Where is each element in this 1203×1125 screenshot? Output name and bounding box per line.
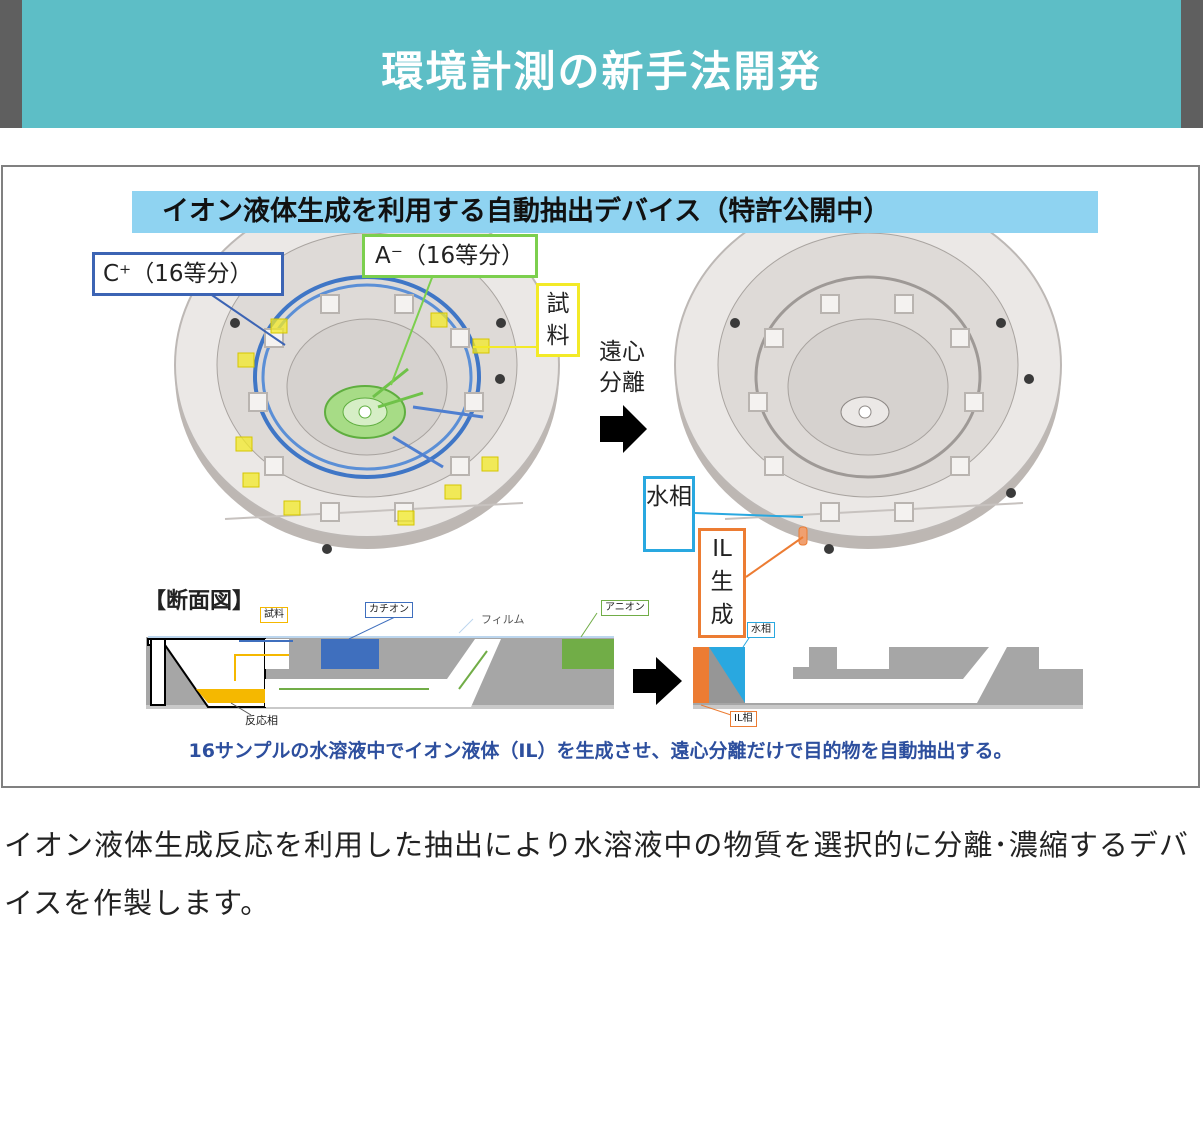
tag-sample: 試料 [260,607,288,623]
tag-reaction-phase: 反応相 [245,714,278,727]
leader-lines [202,274,804,578]
page-header: 環境計測の新手法開発 [0,0,1203,128]
tag-anion: アニオン [601,600,649,616]
label-centrifugation: 遠心分離 [599,339,645,396]
tag-cation: カチオン [365,602,413,618]
callout-il-formation: IL生成 [698,528,746,638]
tag-film: フィルム [481,613,525,626]
description-text: イオン液体生成反応を利用した抽出により水溶液中の物質を選択的に分離･濃縮するデバ… [4,828,1189,920]
tag-water-phase: 水相 [747,622,775,638]
device-figure: イオン液体生成を利用する自動抽出デバイス（特許公開中） C⁺（16等分） A⁻（… [1,165,1200,788]
callout-sample: 試料 [536,283,580,357]
figure-subtitle: イオン液体生成を利用する自動抽出デバイス（特許公開中） [132,191,1098,233]
page-title: 環境計測の新手法開発 [381,47,822,96]
header-edge-right [1181,0,1203,128]
header-edge-left [0,0,22,128]
callout-water-phase: 水相 [643,476,695,552]
arrow-right-icon [633,657,682,705]
cross-section-before [146,612,614,716]
cross-section-after [693,634,1083,716]
header-bar [22,0,1181,128]
callout-cation: C⁺（16等分） [92,252,284,296]
disc-after [674,192,1062,554]
tag-il-phase: IL相 [730,711,757,727]
section-title: 【断面図】 [144,589,255,614]
callout-anion: A⁻（16等分） [362,234,538,278]
figure-caption: 16サンプルの水溶液中でイオン液体（IL）を生成させ、遠心分離だけで目的物を自動… [188,740,1013,762]
arrow-right-icon [600,405,647,453]
